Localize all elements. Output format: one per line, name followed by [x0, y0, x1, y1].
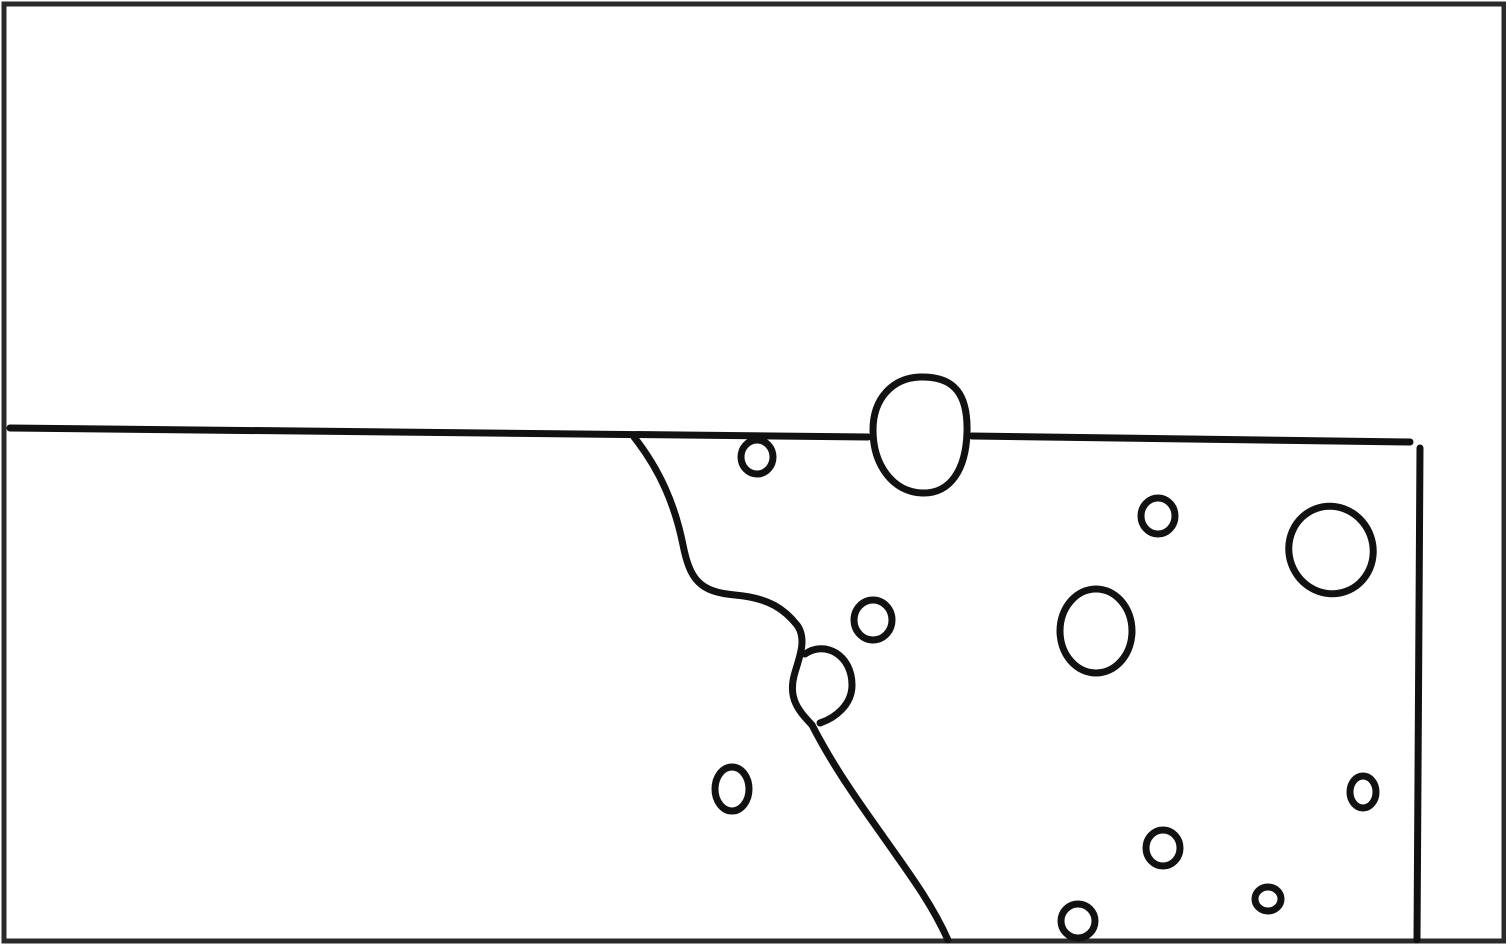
bubble-small-2 — [1141, 498, 1175, 534]
crack-bulge — [805, 649, 852, 723]
bubble-small-5 — [1350, 776, 1376, 808]
bubble-small-4 — [715, 767, 749, 811]
bubble-small-3 — [854, 600, 892, 640]
bubble-large-right — [1276, 494, 1385, 605]
crack-line-lower — [812, 725, 948, 940]
bubble-small-8 — [1061, 904, 1095, 938]
large-bubble-on-line — [873, 377, 967, 493]
bubble-medium — [1060, 589, 1132, 673]
bubble-small-6 — [1146, 830, 1180, 866]
crack-line-upper — [634, 437, 812, 725]
horizon-line-right — [972, 436, 1410, 442]
vertical-wall-line — [1417, 448, 1420, 940]
line-art-group — [10, 377, 1420, 940]
horizon-line-left — [10, 428, 868, 437]
bubble-small-7 — [1255, 887, 1281, 911]
bubble-small-1 — [741, 440, 773, 474]
